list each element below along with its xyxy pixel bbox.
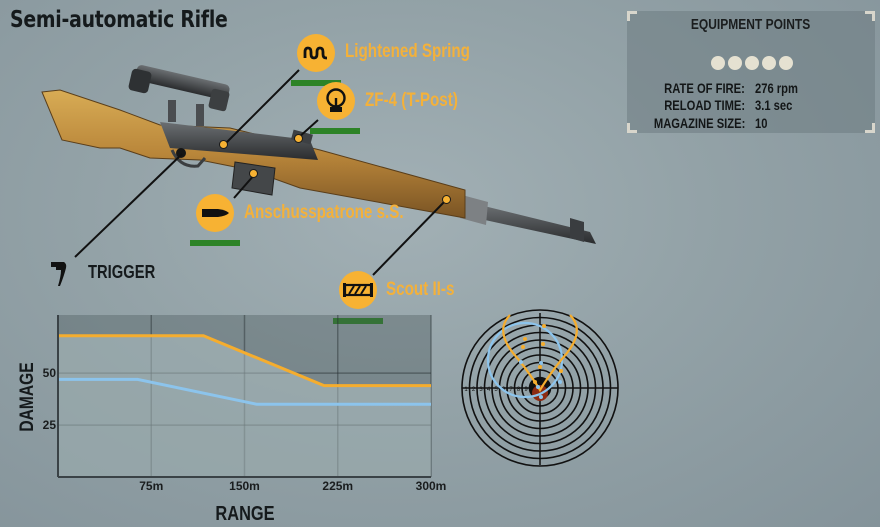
rifle-front-band <box>460 195 488 225</box>
panel-corner <box>627 123 637 133</box>
target-ring-number: 2 <box>472 387 476 393</box>
rifle-scope <box>135 65 230 101</box>
attachment-spring-label[interactable]: Lightened Spring <box>345 41 470 62</box>
rifle-muzzle <box>570 218 584 242</box>
chart-grid-x <box>150 315 432 477</box>
chart-x-axis-title: RANGE <box>215 501 274 524</box>
stat-value: 10 <box>755 115 768 131</box>
barrel-icon <box>343 283 373 297</box>
target-ring-number: 9 <box>524 387 528 393</box>
attachment-ammo-bar <box>190 240 240 246</box>
chart-x-ticks: 75m 150m 225m 300m <box>139 479 446 493</box>
trigger-icon[interactable] <box>50 260 70 288</box>
damage-range-chart: 75m 150m 225m 300m 25 50 RANGE DAMAGE <box>16 315 446 524</box>
attachment-ammo-button[interactable] <box>196 194 234 232</box>
attachment-spring-bar <box>291 80 341 86</box>
panel-corner <box>865 123 875 133</box>
stat-reload-time: RELOAD TIME: 3.1 sec <box>627 97 875 115</box>
leader-line-spring <box>223 69 300 146</box>
chart-range-area <box>58 335 431 477</box>
leader-line-trigger <box>74 153 183 258</box>
bullet-icon <box>202 209 229 217</box>
x-tick-label: 150m <box>229 479 260 493</box>
trigger-label[interactable]: TRIGGER <box>88 262 156 282</box>
pin-ammo[interactable] <box>249 169 258 178</box>
chart-y-ticks: 25 50 <box>43 366 57 432</box>
equipment-panel: EQUIPMENT POINTS RATE OF FIRE: 276 rpm R… <box>627 11 875 133</box>
rifle-barrel <box>480 205 596 244</box>
pin-spring[interactable] <box>219 140 228 149</box>
attachment-scope-button[interactable] <box>317 82 355 120</box>
x-tick-label: 225m <box>322 479 353 493</box>
chart-grid-y <box>58 372 431 426</box>
stat-label: RELOAD TIME: <box>664 97 745 113</box>
attachment-barrel-button[interactable] <box>339 271 377 309</box>
weapon-title: Semi-automatic Rifle <box>10 7 228 33</box>
dispersion-cone-orange <box>502 314 578 393</box>
chart-plot-area <box>58 315 431 477</box>
target-ring-number: 7 <box>509 387 513 393</box>
scope-reticle-icon <box>326 88 346 112</box>
target-ring-number: 3 <box>479 387 483 393</box>
stat-value: 3.1 sec <box>755 97 793 113</box>
attachment-scope-bar <box>310 128 360 134</box>
stat-label: MAGAZINE SIZE: <box>653 115 745 131</box>
equipment-points-indicator <box>711 56 793 70</box>
y-tick-label: 50 <box>43 366 57 380</box>
stat-value: 276 rpm <box>755 80 798 96</box>
target-ring-number: 1 <box>464 387 468 393</box>
stat-rate-of-fire: RATE OF FIRE: 276 rpm <box>627 80 875 98</box>
target-ring-number: 5 <box>494 387 498 393</box>
attachment-barrel-bar <box>333 318 383 324</box>
x-tick-label: 300m <box>416 479 447 493</box>
chart-y-axis-title: DAMAGE <box>16 362 38 431</box>
equipment-points-title: EQUIPMENT POINTS <box>691 16 811 33</box>
shot-markers <box>519 324 563 399</box>
pin-scope[interactable] <box>294 134 303 143</box>
series-line-orange <box>58 334 431 388</box>
attachment-ammo-label[interactable]: Anschusspatrone s.S. <box>244 202 404 223</box>
attachment-barrel-label[interactable]: Scout II-s <box>386 279 455 300</box>
spring-icon <box>303 46 327 60</box>
target-ring-number: 4 <box>487 387 491 393</box>
equipment-point-dot <box>779 56 793 70</box>
x-tick-label: 75m <box>139 479 163 493</box>
target-ring-number: 8 <box>517 387 521 393</box>
rifle-magazine <box>231 161 276 196</box>
equipment-point-dot <box>728 56 742 70</box>
panel-corner <box>627 11 637 21</box>
panel-corner <box>865 11 875 21</box>
equipment-point-dot <box>762 56 776 70</box>
attachment-spring-button[interactable] <box>297 34 335 72</box>
stat-magazine-size: MAGAZINE SIZE: 10 <box>627 115 875 133</box>
equipment-point-dot <box>745 56 759 70</box>
stat-label: RATE OF FIRE: <box>664 80 745 96</box>
equipment-point-dot <box>711 56 725 70</box>
series-line-blue <box>58 377 431 406</box>
pin-barrel[interactable] <box>442 195 451 204</box>
y-tick-label: 25 <box>43 418 57 432</box>
rifle-trigger-guard <box>170 149 207 168</box>
attachment-scope-label[interactable]: ZF-4 (T-Post) <box>365 90 458 111</box>
